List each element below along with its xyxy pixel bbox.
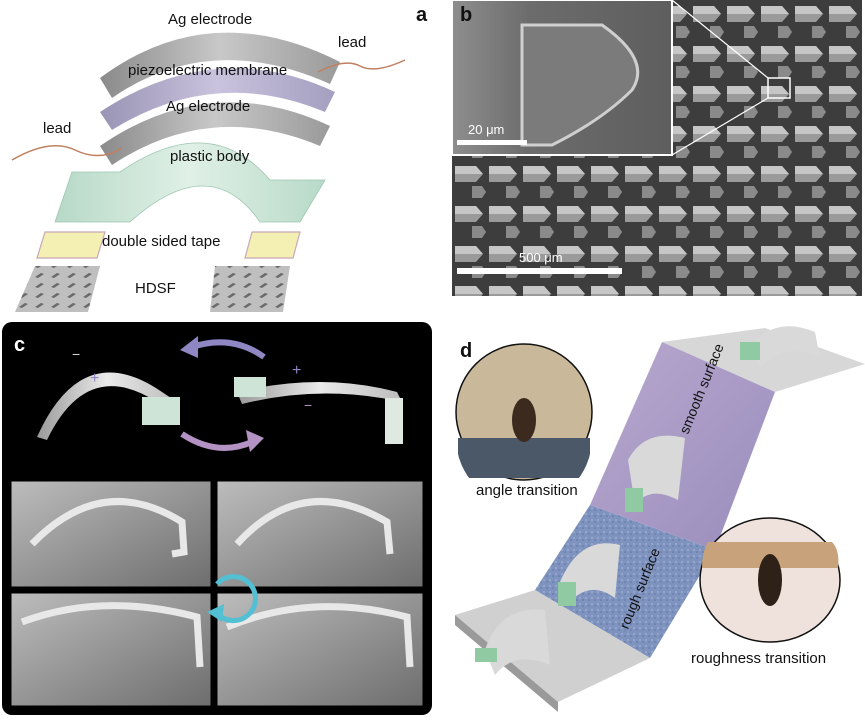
- hdsf-left: [15, 266, 100, 312]
- label-ag-top: Ag electrode: [168, 11, 253, 28]
- label-body: plastic body: [170, 148, 250, 165]
- ag-electrode-top: [100, 32, 340, 99]
- panel-b: b 20 μm 500 μm: [451, 0, 862, 296]
- charges-plus-right: +: [292, 362, 302, 379]
- device-1: [475, 609, 550, 675]
- label-hdsf: HDSF: [135, 280, 176, 297]
- panel-d-label: d: [460, 340, 473, 362]
- panel-a-label: a: [416, 4, 428, 26]
- main-scale-bar: [457, 268, 622, 274]
- panel-c-label: c: [14, 334, 26, 356]
- hdsf-right: [210, 266, 290, 312]
- strip-flat-foot: [234, 377, 266, 397]
- main-scale-label: 500 μm: [519, 250, 563, 265]
- arrow-top: [191, 339, 266, 360]
- charges-minus-right: −: [304, 397, 313, 413]
- surface-illustration: [455, 326, 865, 712]
- ag-electrode-bottom: [100, 102, 330, 165]
- label-roughness-transition: roughness transition: [691, 650, 827, 667]
- device-3: [625, 435, 685, 512]
- cycle-arrow: [214, 574, 258, 624]
- charges-top-left: −: [72, 346, 81, 362]
- tape-right: [244, 231, 301, 259]
- photo-grid: [8, 478, 426, 709]
- label-lead-left: lead: [43, 120, 72, 137]
- platform-bottom: [455, 590, 650, 702]
- sem-inset-spine: [520, 23, 640, 147]
- strip-flat-leg: [385, 398, 403, 444]
- label-ag-bottom: Ag electrode: [166, 98, 251, 115]
- tape-left: [36, 231, 106, 259]
- device-2: [558, 543, 620, 606]
- rough-surface: [535, 505, 715, 658]
- inset-scale-bar: [457, 140, 527, 145]
- label-angle-transition: angle transition: [476, 482, 578, 499]
- photo-roughness: [699, 517, 841, 643]
- panel-b-label: b: [460, 4, 473, 26]
- piezo-membrane: [100, 68, 335, 130]
- label-piezo: piezoelectric membrane: [128, 62, 288, 79]
- device-4: [740, 326, 820, 368]
- lead-top-wire: [317, 59, 406, 73]
- panel-a: a: [0, 0, 440, 320]
- label-lead-top: lead: [338, 34, 367, 51]
- device-exploded-view: [11, 32, 406, 312]
- photo-angle: [455, 343, 593, 481]
- lead-left-wire: [11, 145, 123, 161]
- sem-image: [451, 0, 862, 296]
- charges-plus-left: +: [90, 370, 100, 387]
- panel-d: d: [440, 320, 865, 716]
- deformation-illustration: [8, 336, 426, 709]
- strip-bent-foot: [142, 397, 180, 425]
- arrow-bottom: [180, 431, 254, 451]
- strip-bent: [37, 372, 177, 440]
- inset-scale-label: 20 μm: [468, 122, 505, 137]
- panel-c: c: [2, 322, 432, 715]
- zoom-box: [767, 77, 791, 99]
- strip-flat: [237, 382, 402, 404]
- plastic-body: [54, 142, 326, 223]
- label-tape: double sided tape: [102, 233, 221, 250]
